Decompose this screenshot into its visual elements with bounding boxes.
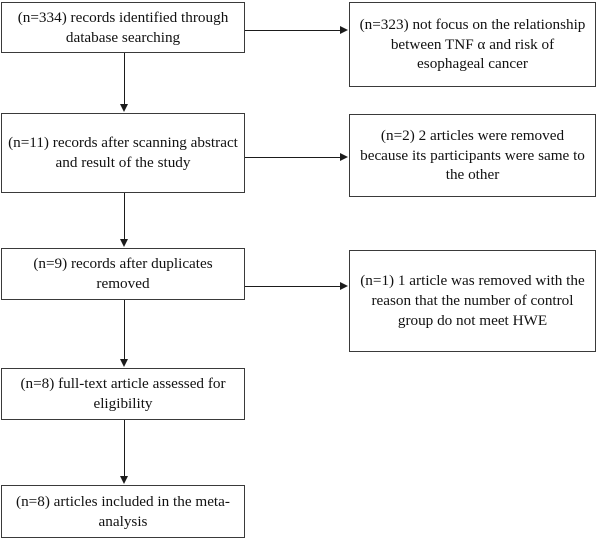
connector-fulltext-to-included bbox=[123, 420, 126, 477]
node-full-text-assessed-label: (n=8) full-text article assessed for eli… bbox=[20, 375, 226, 412]
node-records-identified-label: (n=334) records identified through datab… bbox=[17, 8, 229, 46]
node-records-after-scanning: (n=11) records after scanning abstract a… bbox=[1, 113, 245, 193]
arrowhead-fulltext-to-included bbox=[119, 476, 128, 484]
arrowhead-duplicates-to-hwe bbox=[340, 281, 348, 290]
connector-identified-to-not-focus bbox=[245, 29, 341, 32]
arrowhead-duplicates-to-fulltext bbox=[119, 359, 128, 367]
node-records-identified: (n=334) records identified through datab… bbox=[1, 2, 245, 53]
connector-identified-to-scanning bbox=[123, 53, 126, 105]
arrowhead-scanning-to-same-participants bbox=[340, 152, 348, 161]
node-articles-included-label: (n=8) articles included in the meta-anal… bbox=[16, 492, 230, 530]
connector-duplicates-to-fulltext bbox=[123, 300, 126, 360]
arrowhead-identified-to-not-focus bbox=[340, 25, 348, 34]
node-excluded-hwe-label: (n=1) 1 article was removed with the rea… bbox=[360, 272, 585, 329]
node-excluded-hwe: (n=1) 1 article was removed with the rea… bbox=[349, 250, 596, 352]
node-excluded-not-focus: (n=323) not focus on the relationship be… bbox=[349, 2, 596, 87]
node-records-after-duplicates: (n=9) records after duplicates removed bbox=[1, 248, 245, 300]
node-excluded-same-participants: (n=2) 2 articles were removed because it… bbox=[349, 114, 596, 197]
arrowhead-scanning-to-duplicates bbox=[119, 239, 128, 247]
connector-scanning-to-same-participants bbox=[245, 156, 341, 159]
node-full-text-assessed: (n=8) full-text article assessed for eli… bbox=[1, 368, 245, 420]
node-records-after-scanning-label: (n=11) records after scanning abstract a… bbox=[8, 134, 238, 171]
connector-duplicates-to-hwe bbox=[245, 285, 341, 288]
node-records-after-duplicates-label: (n=9) records after duplicates removed bbox=[33, 255, 213, 292]
node-articles-included: (n=8) articles included in the meta-anal… bbox=[1, 485, 245, 538]
node-excluded-not-focus-label: (n=323) not focus on the relationship be… bbox=[359, 15, 586, 73]
arrowhead-identified-to-scanning bbox=[119, 104, 128, 112]
node-excluded-same-participants-label: (n=2) 2 articles were removed because it… bbox=[360, 126, 585, 184]
connector-scanning-to-duplicates bbox=[123, 193, 126, 240]
